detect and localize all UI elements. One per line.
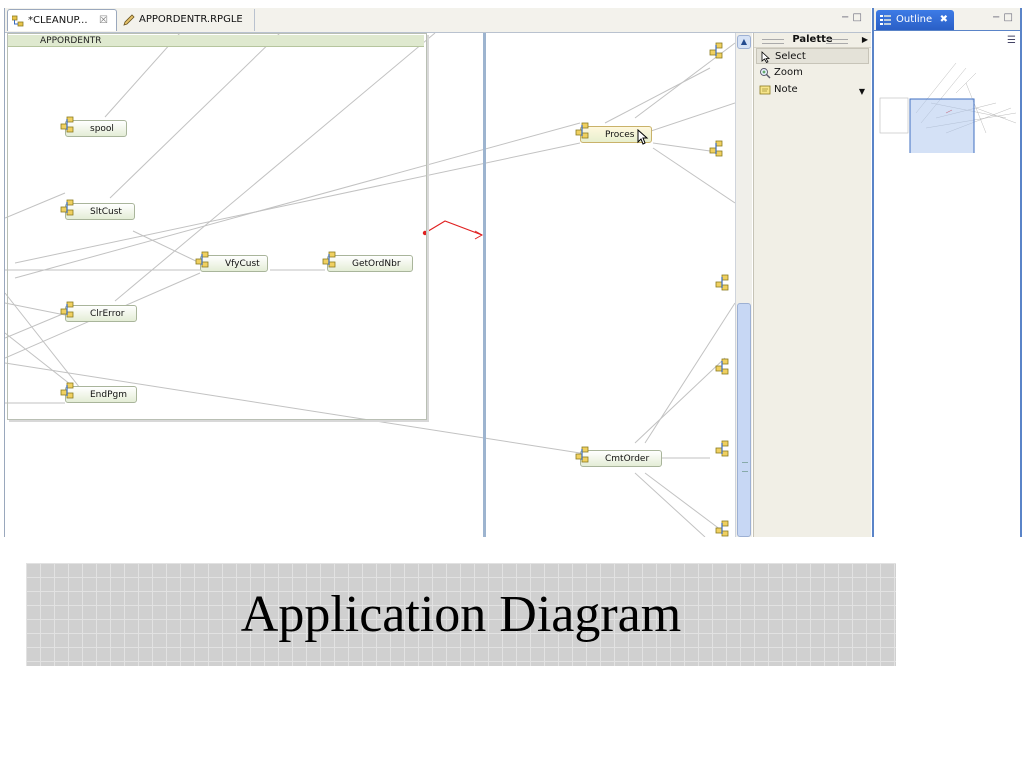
node-offscreen[interactable] [715, 358, 737, 380]
outline-body: ☰ [874, 30, 1020, 537]
node-getordnbr[interactable]: GetOrdNbr [322, 251, 413, 272]
tab-appordentr-label: APPORDENTR.RPGLE [139, 14, 243, 25]
tab-cleanup-label: *CLEANUP... [28, 15, 88, 26]
outline-view: Outline ✖ − □ ☰ [872, 8, 1022, 537]
node-label: Proces [605, 130, 635, 140]
drag-handle-icon [826, 39, 848, 44]
collapse-arrow-icon[interactable]: ▶ [861, 35, 868, 44]
node-component-icon [60, 301, 74, 318]
note-icon [759, 85, 771, 95]
node-component-icon [709, 140, 723, 157]
outline-thumbnail[interactable] [876, 53, 1020, 153]
palette-item-label: Zoom [774, 67, 803, 78]
node-label: ClrError [90, 309, 125, 319]
diagram-split-divider[interactable] [483, 33, 486, 537]
palette-note-tool[interactable]: Note ▼ [756, 82, 869, 98]
mouse-cursor-icon [637, 129, 649, 145]
zoom-icon [760, 68, 771, 79]
tab-cleanup[interactable]: *CLEANUP... ☒ [7, 9, 117, 31]
node-offscreen[interactable] [715, 440, 737, 462]
node-component-icon [322, 251, 336, 268]
node-component-icon [715, 358, 729, 375]
diagram-editor: *CLEANUP... ☒ APPORDENTR.RPGLE − □ [4, 8, 871, 537]
palette-select-tool[interactable]: Select [756, 48, 869, 64]
diagram-canvas[interactable]: APPORDENTR spool SltCust [5, 33, 735, 537]
palette-title: Palette [792, 34, 833, 45]
node-clrerror[interactable]: ClrError [60, 301, 137, 322]
node-label: SltCust [90, 207, 122, 217]
palette-item-label: Note [774, 84, 798, 95]
scrollbar-thumb[interactable] [737, 303, 751, 537]
outline-icon [880, 15, 891, 25]
outline-tab-bar: Outline ✖ − □ [874, 8, 1020, 30]
node-component-icon [715, 274, 729, 291]
scroll-grip-icon [742, 462, 748, 472]
editor-tab-bar: *CLEANUP... ☒ APPORDENTR.RPGLE − □ [5, 8, 871, 33]
palette-header[interactable]: Palette ▶ [754, 33, 871, 48]
close-icon[interactable]: ☒ [99, 15, 108, 26]
node-endpgm[interactable]: EndPgm [60, 382, 137, 403]
node-label: EndPgm [90, 390, 128, 400]
node-label: CmtOrder [605, 454, 650, 464]
eclipse-window: *CLEANUP... ☒ APPORDENTR.RPGLE − □ [0, 8, 1024, 537]
drag-handle-icon [762, 39, 784, 44]
node-component-icon [709, 42, 723, 59]
group-label: APPORDENTR [8, 35, 424, 47]
node-sltcust[interactable]: SltCust [60, 199, 135, 220]
node-spool[interactable]: spool [60, 116, 127, 137]
palette-item-label: Select [775, 51, 806, 62]
node-component-icon [575, 446, 589, 463]
diagram-icon [12, 15, 24, 27]
node-component-icon [715, 520, 729, 537]
node-component-icon [60, 199, 74, 216]
vertical-scrollbar[interactable]: ▲ [735, 33, 752, 537]
node-label: GetOrdNbr [352, 259, 401, 269]
outline-tab-label: Outline [896, 14, 933, 25]
tab-outline[interactable]: Outline ✖ [876, 10, 954, 30]
apppordentr-group-frame [7, 33, 427, 420]
node-component-icon [60, 382, 74, 399]
node-component-icon [715, 440, 729, 457]
node-offscreen[interactable] [709, 42, 731, 64]
pencil-icon [123, 14, 135, 26]
node-component-icon [575, 122, 589, 139]
tree-view-icon[interactable]: ☰ [1007, 35, 1016, 46]
outline-minimize-maximize-buttons[interactable]: − □ [992, 12, 1014, 23]
node-cmtorder[interactable]: CmtOrder [575, 446, 662, 467]
node-process[interactable]: Proces [575, 122, 652, 145]
close-icon[interactable]: ✖ [939, 14, 948, 25]
node-offscreen[interactable] [715, 274, 737, 296]
node-offscreen[interactable] [715, 520, 737, 537]
editor-minimize-maximize-buttons[interactable]: − □ [841, 12, 863, 23]
node-component-icon [195, 251, 209, 268]
scroll-up-button[interactable]: ▲ [737, 35, 751, 49]
palette-panel: Palette ▶ Select Zoom Note ▼ [753, 33, 871, 537]
caption-title: Application Diagram [240, 586, 682, 643]
caption-banner: Application Diagram [26, 563, 896, 666]
node-offscreen[interactable] [709, 140, 731, 162]
node-component-icon [60, 116, 74, 133]
chevron-down-icon[interactable]: ▼ [858, 87, 865, 96]
node-label: spool [90, 124, 114, 134]
node-vfycust[interactable]: VfyCust [195, 251, 268, 272]
tab-appordentr-rpgle[interactable]: APPORDENTR.RPGLE [119, 9, 255, 31]
node-label: VfyCust [225, 259, 260, 269]
arrow-cursor-icon [761, 51, 771, 63]
palette-zoom-tool[interactable]: Zoom [756, 65, 869, 81]
